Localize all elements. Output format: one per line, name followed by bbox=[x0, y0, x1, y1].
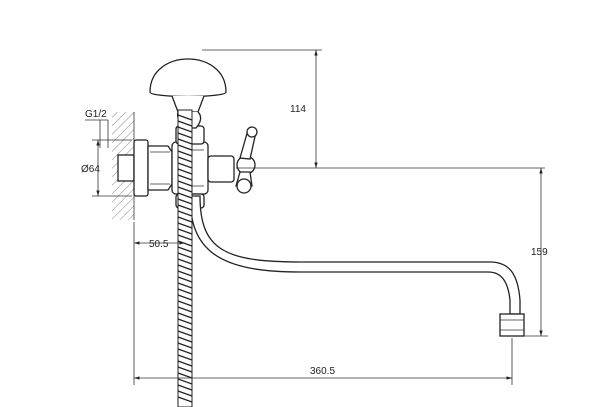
wall-flange bbox=[117, 139, 173, 197]
dim-flange-diameter: Ø64 bbox=[81, 139, 132, 197]
diverter-handle bbox=[235, 126, 258, 194]
shower-hose bbox=[177, 109, 193, 407]
wall-offset-label: 50.5 bbox=[149, 239, 169, 250]
flange-diameter-label: Ø64 bbox=[81, 164, 100, 175]
dim-thread: G1/2 bbox=[85, 109, 109, 148]
dim-114-label: 114 bbox=[290, 104, 306, 115]
thread-label: G1/2 bbox=[85, 109, 107, 120]
shower-holder bbox=[149, 58, 227, 129]
dim-360-5: 360.5 bbox=[133, 250, 513, 385]
total-length-label: 360.5 bbox=[310, 366, 335, 377]
spout-drop-label: 159 bbox=[531, 247, 548, 258]
dim-50-5: 50.5 bbox=[133, 222, 185, 250]
dim-114: 114 bbox=[202, 49, 322, 168]
spout bbox=[189, 195, 525, 337]
dim-159: 159 bbox=[524, 168, 548, 337]
